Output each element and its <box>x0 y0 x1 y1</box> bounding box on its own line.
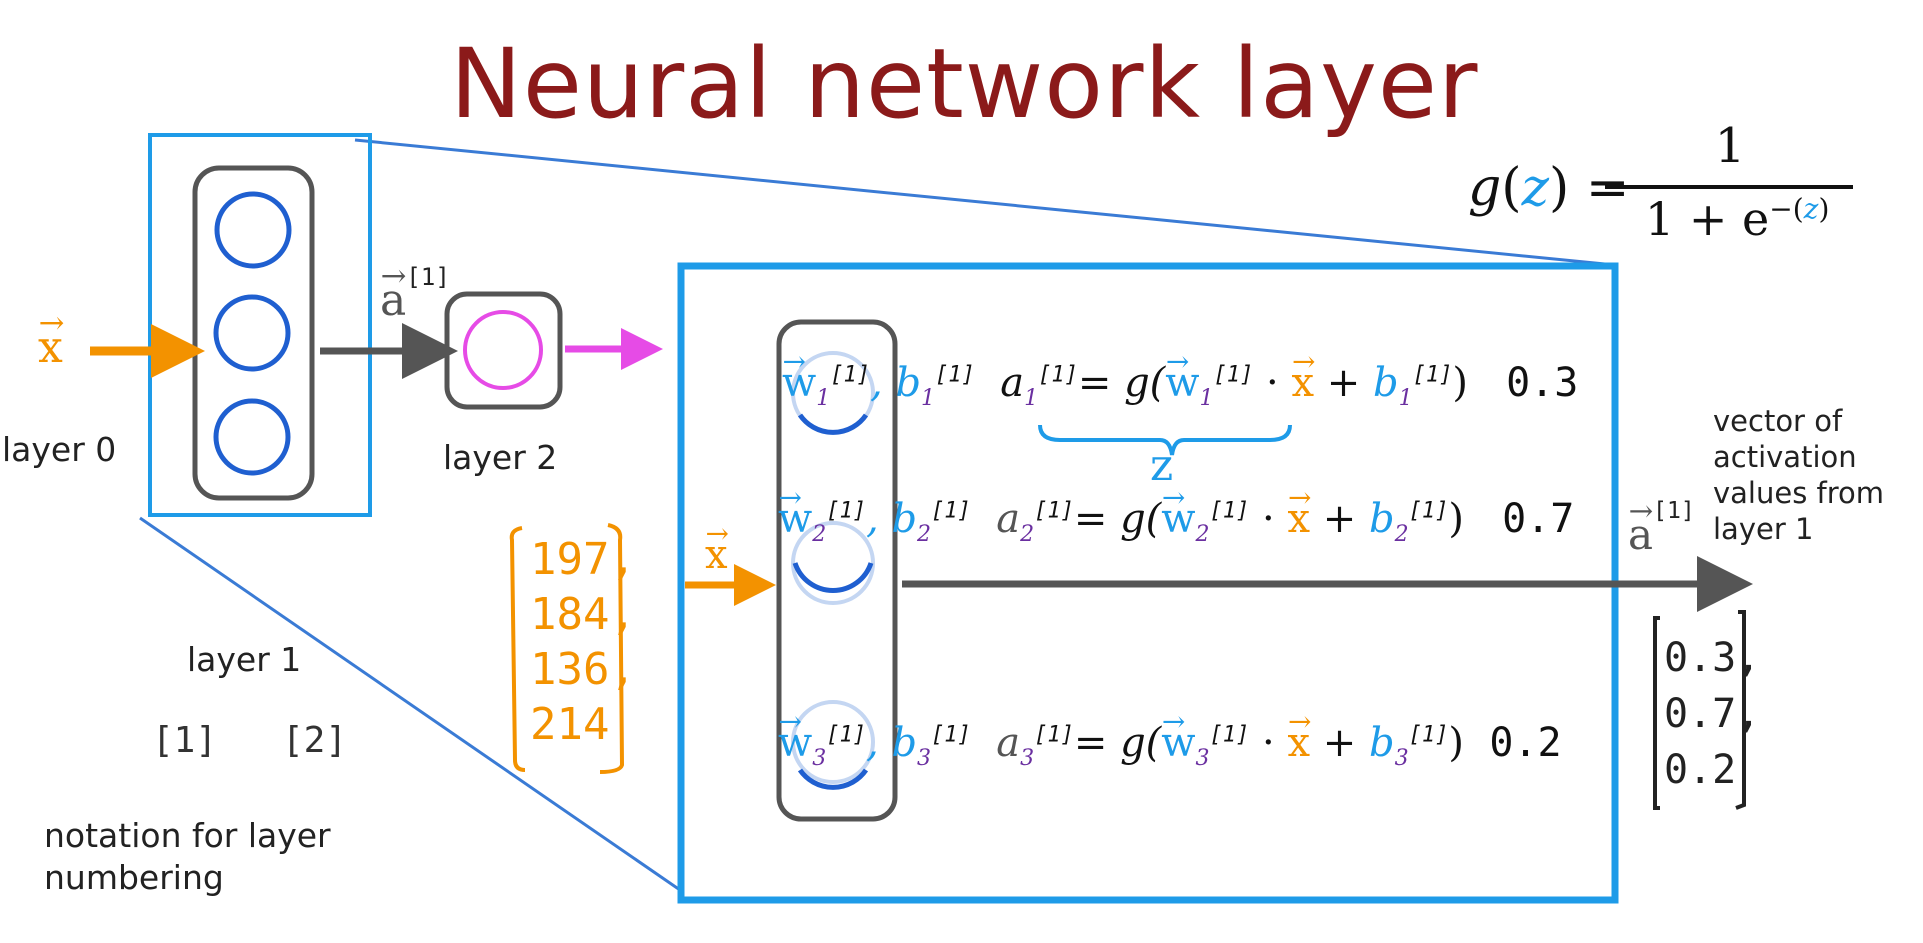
output-vector-values: 0.3, 0.7, 0.2 <box>1664 630 1760 798</box>
output-value: 0.2 <box>1664 747 1737 793</box>
z-label: z <box>1150 440 1174 491</box>
output-value: 0.3, <box>1664 635 1761 681</box>
zoom-projection-line-bottom <box>139 516 681 892</box>
input-x-label: x <box>38 305 64 373</box>
input-vector-left-bracket <box>509 526 526 772</box>
output-vector-left-bracket <box>1653 616 1660 810</box>
layer0-label: layer 0 <box>2 430 117 469</box>
input-vector-right-bracket <box>599 523 625 774</box>
neuron-equation-2: w2[1], b2[1] a2[1]= g(w2[1] · x + b2[1])… <box>778 481 1575 547</box>
detail-neuron-3-arc <box>797 768 869 790</box>
output-vector-right-bracket <box>1735 610 1746 810</box>
layer1-highlight-box <box>148 133 372 517</box>
sigmoid-denominator: 1 + e−(z) <box>1645 192 1830 246</box>
layer1-box <box>192 165 315 501</box>
layer2-neuron <box>463 310 543 390</box>
z-brace <box>1038 424 1292 456</box>
neuron-output-1: 0.3 <box>1506 360 1579 406</box>
activation-a1-label: a[1] <box>380 258 450 326</box>
input-value: 184, <box>530 589 636 640</box>
notation-caption-line2: numbering <box>44 858 224 897</box>
neuron-output-3: 0.2 <box>1489 720 1562 766</box>
output-a1-label: a[1] <box>1628 494 1695 559</box>
input-value: 214 <box>530 699 610 750</box>
detail-neuron-1-arc <box>797 413 869 435</box>
notation-bracket-2: [2] <box>282 720 348 761</box>
input-vector-values: 197, 184, 136, 214 <box>530 532 636 752</box>
zoom-projection-line-top <box>354 138 1616 267</box>
notation-bracket-1: [1] <box>152 720 218 761</box>
output-caption: vector of activation values from layer 1 <box>1713 404 1885 546</box>
detail-input-x-label: x <box>705 517 729 578</box>
sigmoid-fraction-bar <box>1605 185 1853 189</box>
neuron-equation-3: w3[1], b3[1] a3[1]= g(w3[1] · x + b3[1])… <box>778 705 1562 771</box>
layer1-label: layer 1 <box>187 640 302 679</box>
output-value: 0.7, <box>1664 691 1761 737</box>
neuron-equation-1: w1[1], b1[1] a1[1]= g(w1[1] · x + b1[1])… <box>782 345 1579 411</box>
input-value: 136, <box>530 644 636 695</box>
layer1-neuron-1 <box>214 191 292 269</box>
detail-neuron-2 <box>791 521 875 605</box>
detail-layer-box <box>776 319 898 822</box>
input-value: 197, <box>530 534 636 585</box>
layer1-neuron-3 <box>213 398 291 476</box>
layer2-box <box>444 291 563 410</box>
layer2-label: layer 2 <box>443 438 558 477</box>
slide-title: Neural network layer <box>450 28 1479 140</box>
neuron-output-2: 0.7 <box>1502 496 1575 542</box>
notation-caption-line1: notation for layer <box>44 816 331 855</box>
layer1-neuron-2 <box>213 294 291 372</box>
detail-neuron-2-arc <box>792 562 874 594</box>
sigmoid-numerator: 1 <box>1714 118 1746 174</box>
